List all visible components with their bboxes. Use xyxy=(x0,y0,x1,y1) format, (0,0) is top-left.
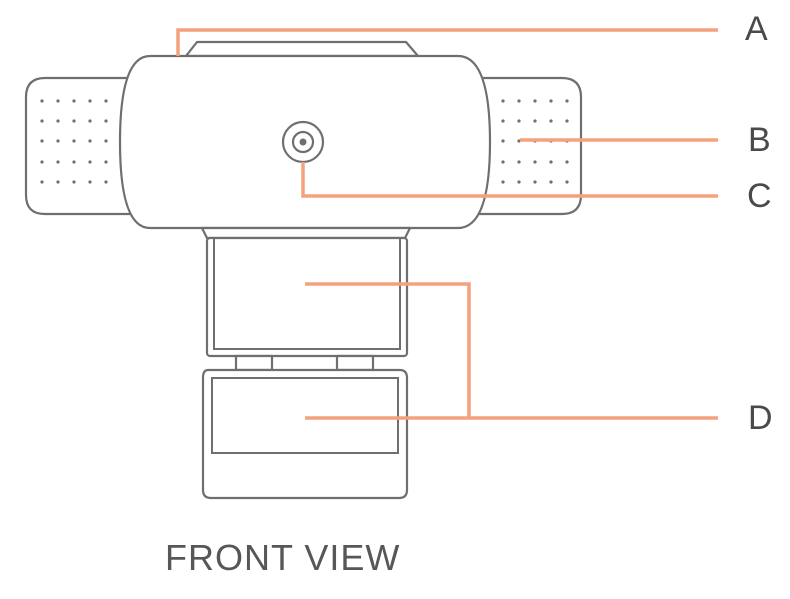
grille-dot xyxy=(88,160,92,164)
grille-dot xyxy=(72,139,76,143)
grille-dot xyxy=(88,180,92,184)
grille-dot xyxy=(40,160,44,164)
grille-dot xyxy=(40,180,44,184)
grille-dot xyxy=(565,99,569,103)
grille-dot xyxy=(517,139,521,143)
callout-label-b: B xyxy=(748,121,771,159)
leader-line-a xyxy=(176,28,718,56)
grille-dot xyxy=(56,119,60,123)
callout-label-d: D xyxy=(748,399,773,437)
clip-upper-hinge-inner xyxy=(213,237,401,350)
hinge-tab-left xyxy=(234,354,274,372)
left-grille-wing xyxy=(24,76,152,216)
grille-dot xyxy=(549,180,553,184)
view-title: FRONT VIEW xyxy=(165,537,401,578)
callout-label-c: C xyxy=(747,177,772,215)
grille-dot xyxy=(88,139,92,143)
grille-dot xyxy=(40,119,44,123)
grille-dot xyxy=(501,180,505,184)
grille-dot xyxy=(517,160,521,164)
grille-dot xyxy=(56,180,60,184)
left-grille-dots xyxy=(40,99,108,184)
grille-dot xyxy=(88,119,92,123)
grille-dot xyxy=(72,160,76,164)
grille-dot xyxy=(549,160,553,164)
grille-dot xyxy=(56,160,60,164)
lens-center xyxy=(299,138,307,146)
grille-dot xyxy=(104,180,108,184)
grille-dot xyxy=(533,119,537,123)
top-cap xyxy=(184,40,420,58)
grille-dot xyxy=(533,99,537,103)
grille-dot xyxy=(533,160,537,164)
grille-dot xyxy=(565,160,569,164)
grille-dot xyxy=(565,180,569,184)
grille-dot xyxy=(72,99,76,103)
grille-dot xyxy=(517,119,521,123)
grille-dot xyxy=(72,180,76,184)
grille-dot xyxy=(501,99,505,103)
grille-dot xyxy=(104,99,108,103)
grille-dot xyxy=(72,119,76,123)
grille-dot xyxy=(549,99,553,103)
grille-dot xyxy=(565,119,569,123)
callout-label-a: A xyxy=(745,10,768,48)
hinge-tab-right xyxy=(335,354,375,372)
clip-neck xyxy=(200,226,412,240)
grille-dot xyxy=(517,99,521,103)
leader-line-d-upper xyxy=(305,282,471,418)
clip-upper-hinge xyxy=(205,236,409,358)
grille-dot xyxy=(56,139,60,143)
grille-dot xyxy=(40,139,44,143)
grille-dot xyxy=(88,99,92,103)
grille-dot xyxy=(549,119,553,123)
grille-dot xyxy=(40,99,44,103)
grille-dot xyxy=(517,180,521,184)
grille-dot xyxy=(501,139,505,143)
grille-dot xyxy=(104,119,108,123)
clip-lower-foot-inner xyxy=(211,377,399,454)
clip-lower-foot xyxy=(201,368,409,500)
grille-dot xyxy=(104,160,108,164)
grille-dot xyxy=(104,139,108,143)
grille-dot xyxy=(501,160,505,164)
grille-dot xyxy=(501,119,505,123)
grille-dot xyxy=(56,99,60,103)
leader-line-c xyxy=(301,162,718,198)
grille-dot xyxy=(533,180,537,184)
